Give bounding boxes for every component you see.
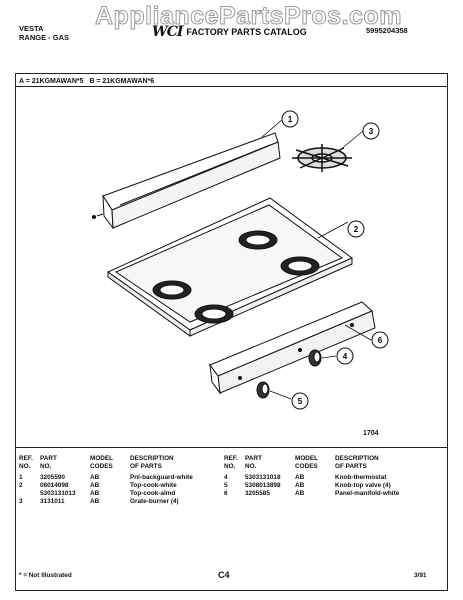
ref-no: 1 — [19, 474, 23, 481]
header-ref-2: NO. — [19, 463, 31, 470]
model-code: AB — [90, 490, 100, 497]
ref-no — [19, 490, 40, 498]
part-desc: Top-cook-white — [130, 482, 177, 489]
callout-2: 2 — [347, 220, 365, 238]
table-divider — [15, 447, 448, 448]
header-divider — [15, 86, 448, 87]
part-no: 5308013898 — [245, 482, 281, 489]
burner-grate — [292, 144, 352, 172]
parts-table-right: REF. PART MODEL DESCRIPTION NO. NO. CODE… — [224, 455, 425, 498]
table-row: 6 3205585 AB Panel-manifold-white — [224, 490, 425, 498]
table-header: REF. PART MODEL DESCRIPTION — [224, 455, 425, 463]
header-desc: DESCRIPTION — [130, 455, 174, 462]
table-header-2: NO. NO. CODES OF PARTS — [224, 463, 425, 471]
ref-no: 2 — [19, 482, 23, 489]
model-code: AB — [90, 498, 100, 505]
table-row: 4 5303131018 AB Knob-thermostat — [224, 474, 425, 482]
header-part: PART — [40, 455, 57, 462]
part-desc: Panel-manifold-white — [335, 490, 400, 497]
table-row: 2 08014098 AB Top-cook-white — [19, 482, 220, 490]
catalog-date: 3/91 — [414, 572, 427, 579]
callout-6: 6 — [371, 331, 389, 349]
table-row: 3 3131011 AB Grate-burner (4) — [19, 498, 220, 506]
model-code: AB — [90, 482, 100, 489]
ref-no: 4 — [224, 474, 228, 481]
header-model-2: CODES — [295, 463, 318, 470]
svg-text:4: 4 — [343, 352, 348, 361]
table-row: 1 3205590 AB Pnl-backguard-white — [19, 474, 220, 482]
header-model: MODEL — [90, 455, 114, 462]
ref-no: 3 — [19, 498, 23, 505]
svg-text:3: 3 — [369, 127, 374, 136]
footnote: * = Not Illustrated — [19, 572, 72, 579]
header-desc-2: OF PARTS — [335, 463, 367, 470]
backguard-panel — [92, 132, 281, 230]
product-type: RANGE - GAS — [19, 33, 70, 42]
model-code: AB — [295, 482, 305, 489]
part-no: 3205590 — [40, 474, 65, 481]
header-part: PART — [245, 455, 262, 462]
header-desc: DESCRIPTION — [335, 455, 379, 462]
header-desc-2: OF PARTS — [130, 463, 162, 470]
catalog-number: 5995204358 — [366, 26, 408, 35]
part-no: 5303131013 — [40, 490, 76, 497]
part-no: 08014098 — [40, 482, 69, 489]
catalog-title-block: WCI FACTORY PARTS CATALOG — [152, 24, 307, 40]
callout-1: 1 — [281, 110, 299, 128]
model-a: A = 21KGMAWAN*5 — [19, 78, 84, 85]
part-no: 3131011 — [40, 498, 65, 505]
diagram-code: 1704 — [363, 430, 379, 437]
part-no: 5303131018 — [245, 474, 281, 481]
model-list: A = 21KGMAWAN*5 B = 21KGMAWAN*6 — [19, 78, 154, 85]
svg-text:1: 1 — [288, 115, 293, 124]
manifold-panel — [209, 301, 376, 395]
part-desc: Grate-burner (4) — [130, 498, 179, 505]
callout-3: 3 — [362, 122, 380, 140]
svg-text:6: 6 — [378, 336, 383, 345]
cooktop — [107, 197, 353, 337]
ref-no: 6 — [224, 490, 228, 497]
callout-5: 5 — [291, 392, 309, 410]
header-part-2: NO. — [245, 463, 257, 470]
parts-table-left: REF. PART MODEL DESCRIPTION NO. NO. CODE… — [19, 455, 220, 506]
table-row: 5303131013 AB Top-cook-almd — [19, 490, 220, 498]
model-code: AB — [90, 474, 100, 481]
svg-text:2: 2 — [354, 225, 359, 234]
ref-no: 5 — [224, 482, 228, 489]
part-desc: Knob-thermostat — [335, 474, 387, 481]
svg-text:5: 5 — [298, 397, 303, 406]
brand-name: VESTA — [19, 24, 44, 33]
catalog-frame — [15, 73, 448, 591]
header-part-2: NO. — [40, 463, 52, 470]
leader-lines — [261, 118, 372, 400]
model-code: AB — [295, 490, 305, 497]
header-ref: REF. — [19, 455, 33, 462]
part-desc: Pnl-backguard-white — [130, 474, 193, 481]
model-code: AB — [295, 474, 305, 481]
part-desc: Top-cook-almd — [130, 490, 176, 497]
callout-4: 4 — [336, 347, 354, 365]
page-number: C4 — [218, 570, 230, 580]
top-valve-knob — [256, 381, 270, 399]
wci-logo: WCI — [152, 24, 183, 40]
header-ref-2: NO. — [224, 463, 236, 470]
part-desc: Knob-top valve (4) — [335, 482, 391, 489]
thermostat-knob — [308, 349, 322, 367]
watermark: AppliancePartsPros.com — [95, 2, 402, 31]
header-model-2: CODES — [90, 463, 113, 470]
catalog-title: FACTORY PARTS CATALOG — [186, 27, 307, 37]
part-no: 3205585 — [245, 490, 270, 497]
table-row: 5 5308013898 AB Knob-top valve (4) — [224, 482, 425, 490]
table-header: REF. PART MODEL DESCRIPTION — [19, 455, 220, 463]
header-ref: REF. — [224, 455, 238, 462]
table-header-2: NO. NO. CODES OF PARTS — [19, 463, 220, 471]
burner-openings — [152, 230, 320, 324]
model-b: B = 21KGMAWAN*6 — [89, 78, 155, 85]
header-model: MODEL — [295, 455, 319, 462]
brand-block: VESTA RANGE - GAS — [19, 24, 69, 42]
